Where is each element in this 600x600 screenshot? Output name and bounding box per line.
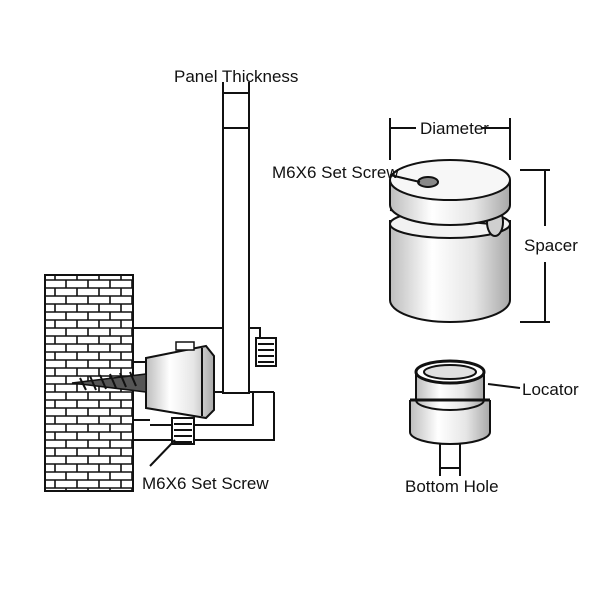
wall-mount-assembly bbox=[44, 82, 277, 492]
glass-panel bbox=[222, 92, 250, 394]
top-set-screw bbox=[255, 337, 277, 367]
panel-thickness-label: Panel Thickness bbox=[174, 67, 298, 86]
wall-screw bbox=[71, 371, 147, 393]
set-screw-top-label: M6X6 Set Screw bbox=[272, 163, 399, 182]
locator-part bbox=[409, 359, 521, 476]
bottom-set-screw bbox=[171, 417, 195, 445]
bracket-outline bbox=[133, 327, 275, 441]
locator-label: Locator bbox=[522, 380, 579, 399]
spacer-part bbox=[389, 118, 550, 323]
set-screw-bottom-label: M6X6 Set Screw bbox=[142, 474, 269, 493]
bottom-hole-label: Bottom Hole bbox=[405, 477, 499, 496]
spacer-label: Spacer bbox=[524, 236, 578, 255]
top-set-screw-hole bbox=[417, 176, 439, 188]
standoff-body bbox=[145, 344, 215, 420]
diameter-label: Diameter bbox=[420, 119, 489, 138]
